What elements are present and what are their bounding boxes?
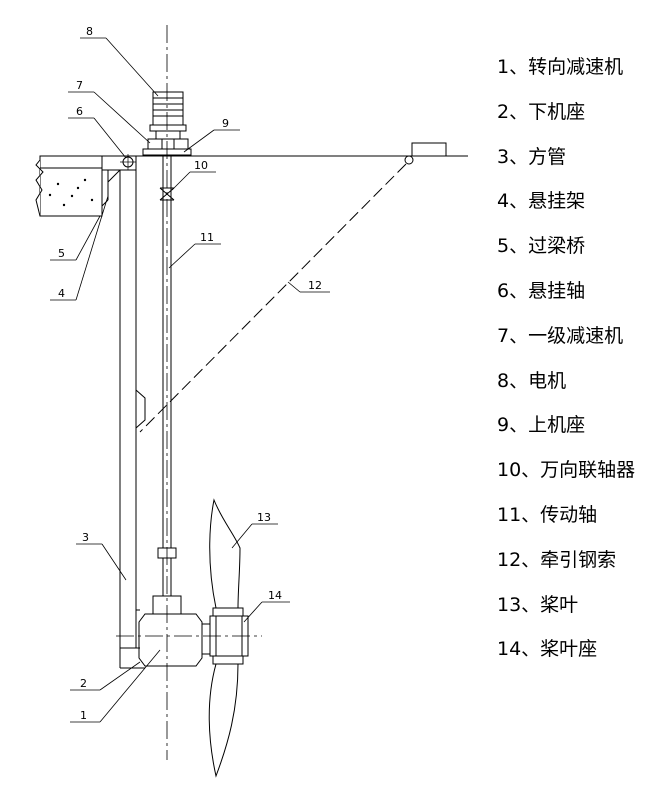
callout-4: 4 [58,287,65,300]
universal-joint [159,187,175,201]
callout-8: 8 [86,25,93,38]
callout-3: 3 [82,531,89,544]
traction-cable [139,163,407,433]
parts-legend: 1、转向减速机 2、下机座 3、方管 4、悬挂架 5、过梁桥 6、悬挂轴 7、一… [497,52,667,679]
callout-12: 12 [308,279,322,292]
legend-item-7: 7、一级减速机 [497,324,624,347]
blade-upper [209,498,241,609]
legend-item-5: 5、过梁桥 [497,235,586,258]
bridge-beam [35,155,103,217]
callout-5: 5 [58,247,65,260]
callout-2: 2 [80,677,87,690]
hanging-shaft [120,154,136,170]
callout-1: 1 [80,709,87,722]
blade-seat [209,607,249,665]
legend-item-12: 12、牵引钢索 [497,548,617,571]
callout-6: 6 [76,105,83,118]
legend-item-14: 14、桨叶座 [497,638,598,661]
legend-item-13: 13、桨叶 [497,593,579,616]
callout-11: 11 [200,231,214,244]
legend-item-6: 6、悬挂轴 [497,279,586,302]
upper-base [142,148,192,156]
callout-7: 7 [76,79,83,92]
square-tube [119,170,146,649]
callout-14: 14 [268,589,282,602]
blade-lower [208,663,239,778]
first-stage-reducer [147,130,189,150]
anchor-pulley [404,155,414,165]
callout-9: 9 [222,117,229,130]
legend-item-2: 2、下机座 [497,100,586,123]
motor [149,91,187,132]
callout-numbers: 8 7 6 9 10 11 12 5 4 3 2 1 13 14 [58,25,322,722]
legend-item-11: 11、传动轴 [497,503,598,526]
legend-item-1: 1、转向减速机 [497,56,624,78]
anchor-block [411,142,447,157]
legend-item-4: 4、悬挂架 [497,190,586,213]
legend-item-3: 3、方管 [497,145,567,168]
leader-lines [50,37,330,723]
legend-item-10: 10、万向联轴器 [497,459,636,482]
drive-shaft [157,156,177,596]
lower-base [119,609,145,669]
legend-item-8: 8、电机 [497,369,567,392]
legend-item-9: 9、上机座 [497,414,586,437]
callout-10: 10 [194,159,208,172]
callout-13: 13 [257,511,271,524]
